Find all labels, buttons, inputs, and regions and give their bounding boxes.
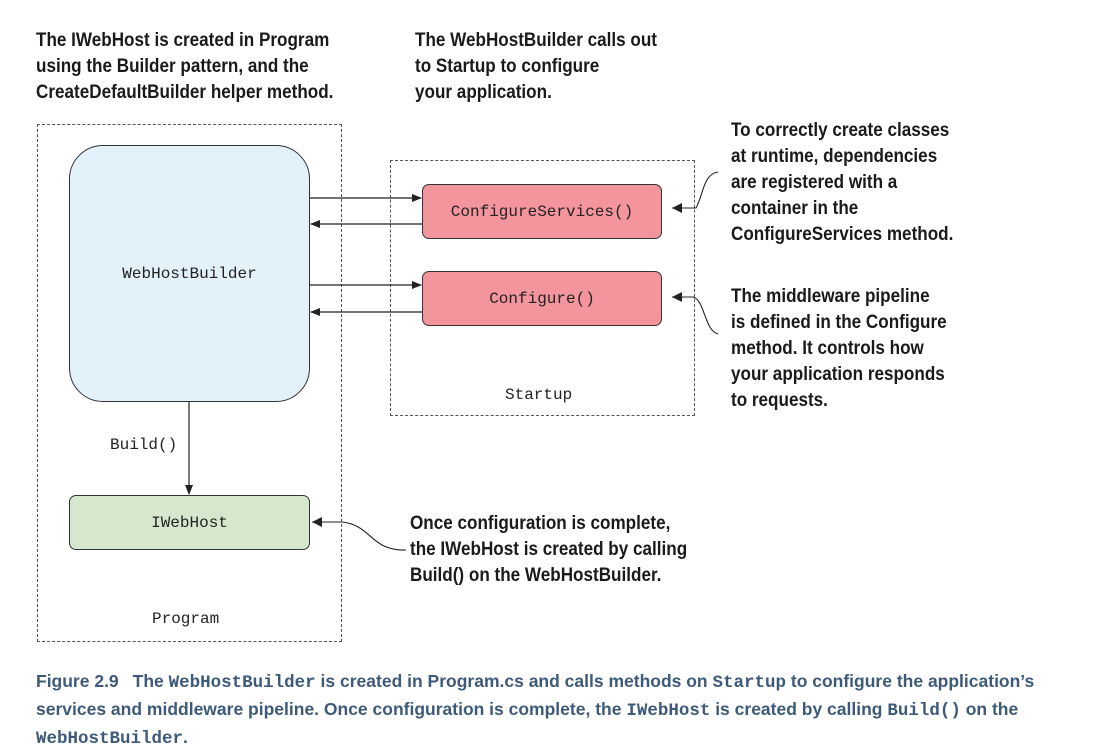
caption-code: WebHostBuilder [36,729,184,749]
webhostbuilder-box: WebHostBuilder [69,145,310,402]
callout-pipeline-head [672,292,682,302]
annotation-line: at runtime, dependencies [731,146,938,167]
pipeline-annotation: The middleware pipeline is defined in th… [731,284,947,414]
annotation-line: using the Builder pattern, and the [36,56,309,77]
program-annotation: The IWebHost is created in Program using… [36,28,333,106]
callout-build-head [312,517,322,527]
iwebhost-box: IWebHost [69,495,310,550]
annotation-line: container in the [731,198,859,219]
build-label: Build() [110,436,178,454]
callout-build [312,521,407,551]
annotation-line: to requests. [731,390,828,411]
caption-text: on the [960,699,1019,719]
caption-text: is created in Program.cs and calls metho… [315,671,713,691]
caption-code: IWebHost [626,701,711,721]
annotation-line: your application. [415,82,552,103]
annotation-line: The IWebHost is created in Program [36,30,330,51]
figure-number: Figure 2.9 [36,671,119,691]
build-annotation: Once configuration is complete, the IWeb… [410,511,687,589]
annotation-line: The WebHostBuilder calls out [415,30,657,51]
configure-services-box: ConfigureServices() [422,184,662,239]
callout-pipeline [672,296,719,335]
callout-services-head [672,203,682,213]
annotation-line: the IWebHost is created by calling [410,539,688,560]
annotation-line: Build() on the WebHostBuilder. [410,565,662,586]
annotation-line: ConfigureServices method. [731,224,954,245]
callout-services [672,171,719,209]
configure-box: Configure() [422,271,662,326]
annotation-line: CreateDefaultBuilder helper method. [36,82,334,103]
caption-code: Startup [712,673,786,693]
caption-text: to configure the application’s services … [36,671,1035,719]
startup-label: Startup [505,386,573,404]
caption-text: The [132,671,169,691]
annotation-line: is defined in the Configure [731,312,947,333]
caption-code: Build() [887,701,961,721]
caption-text: . [183,727,188,747]
annotation-line: method. It controls how [731,338,924,359]
program-container [37,124,342,642]
annotation-line: Once configuration is complete, [410,513,671,534]
annotation-line: The middleware pipeline [731,286,930,307]
services-annotation: To correctly create classes at runtime, … [731,118,953,248]
program-label: Program [152,610,220,628]
caption-text: is created by calling [710,699,888,719]
startup-container [390,160,695,416]
annotation-line: To correctly create classes [731,120,950,141]
annotation-line: to Startup to configure [415,56,600,77]
annotation-line: are registered with a [731,172,898,193]
startup-annotation: The WebHostBuilder calls out to Startup … [415,28,657,106]
annotation-line: your application responds [731,364,945,385]
caption-code: WebHostBuilder [168,673,316,693]
figure-caption: Figure 2.9 The WebHostBuilder is created … [36,668,1096,752]
